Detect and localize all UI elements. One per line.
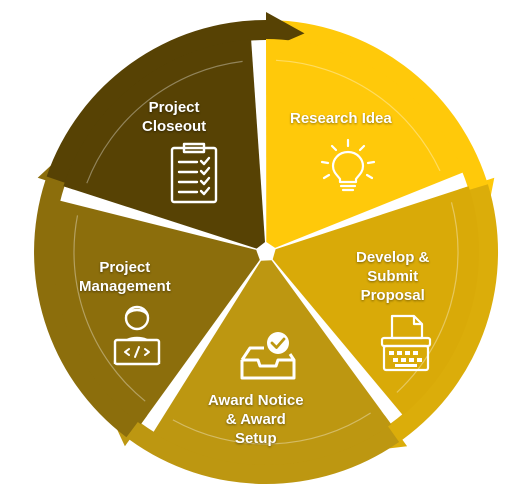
wedge-award-notice-setup bbox=[153, 260, 392, 465]
cycle-arrow-project-management bbox=[34, 147, 139, 438]
wedge-project-management bbox=[52, 200, 260, 425]
cycle-inner-rings bbox=[73, 59, 459, 445]
label-project-closeout: Project Closeout bbox=[142, 99, 207, 135]
lightbulb-icon bbox=[320, 138, 376, 192]
cycle-arrow-develop-submit-proposal bbox=[363, 184, 499, 452]
inner-ring-develop-submit-proposal bbox=[396, 202, 459, 393]
inner-ring-research-idea bbox=[275, 59, 441, 172]
label-award-notice-setup: Award Notice & Award Setup bbox=[208, 392, 304, 447]
inner-ring-award-notice-setup bbox=[172, 412, 371, 445]
cycle-wedges bbox=[52, 39, 480, 465]
checklist-clipboard-icon bbox=[170, 142, 218, 204]
label-project-management: Project Management bbox=[79, 259, 171, 295]
label-research-idea: Research Idea bbox=[290, 110, 392, 127]
developer-laptop-icon bbox=[113, 305, 161, 366]
inbox-check-icon bbox=[240, 332, 296, 380]
inner-ring-project-closeout bbox=[86, 60, 243, 184]
cycle-arrow-award-notice-setup bbox=[106, 406, 400, 485]
cycle-arrow-project-closeout bbox=[46, 12, 305, 183]
wedge-research-idea bbox=[266, 39, 464, 248]
wedge-project-closeout bbox=[63, 39, 266, 249]
inner-ring-project-management bbox=[73, 215, 146, 402]
typewriter-icon bbox=[380, 314, 432, 372]
label-develop-submit-proposal: Develop & Submit Proposal bbox=[356, 249, 430, 304]
